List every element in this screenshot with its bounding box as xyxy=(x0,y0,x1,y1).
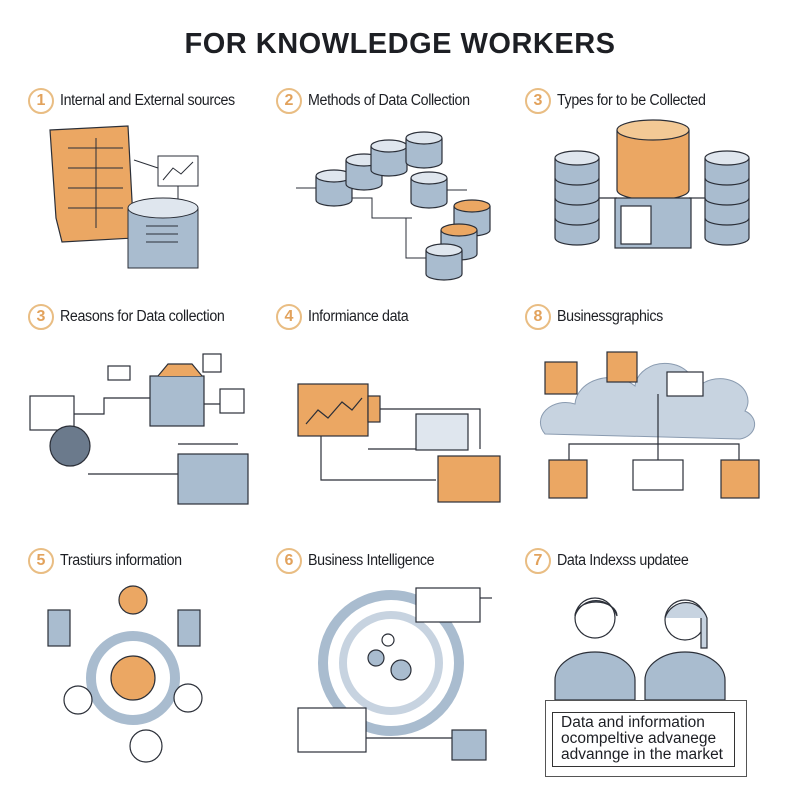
panel-business-intelligence: 6 Business Intelligence xyxy=(276,548,536,778)
caption-line: ocompeltive advanege xyxy=(561,730,717,747)
caption-box: Data and information ocompeltive advaneg… xyxy=(552,712,735,767)
two-workers-illustration xyxy=(554,597,726,701)
connected-cylinders-illustration xyxy=(296,131,491,281)
step-number: 2 xyxy=(276,88,302,114)
cloud-network-illustration xyxy=(539,351,760,499)
panel-methods-of-data-collection: 2 Methods of Data Collection xyxy=(276,88,536,318)
panel-label: Methods of Data Collection xyxy=(308,92,470,109)
panel-label: Informiance data xyxy=(308,308,409,325)
target-network-illustration xyxy=(297,587,492,761)
panel-types-to-be-collected: 3 Types for to be Collected xyxy=(525,88,785,318)
documents-database-illustration xyxy=(49,125,199,269)
panel-label: Data Indexss updatee xyxy=(557,552,689,569)
panel-label: Businessgraphics xyxy=(557,308,663,325)
step-number: 1 xyxy=(28,88,54,114)
step-number: 5 xyxy=(28,548,54,574)
step-number: 8 xyxy=(525,304,551,330)
panel-label: Reasons for Data collection xyxy=(60,308,225,325)
panel-reasons-for-data-collection: 3 Reasons for Data collection xyxy=(28,304,288,534)
panel-label: Types for to be Collected xyxy=(557,92,706,109)
panel-label: Trastiurs information xyxy=(60,552,182,569)
page-title: FOR KNOWLEDGE WORKERS xyxy=(184,28,616,60)
caption-line: advannge in the market xyxy=(561,746,723,763)
panel-trastiurs-information: 5 Trastiurs information xyxy=(28,548,288,778)
step-number: 4 xyxy=(276,304,302,330)
panel-data-index-update: 7 Data Indexss updatee xyxy=(525,548,785,778)
flow-diagram-illustration xyxy=(29,353,249,505)
chart-and-chat-illustration xyxy=(297,383,501,503)
step-number: 3 xyxy=(525,88,551,114)
caption-line: Data and information xyxy=(561,714,705,731)
panel-label: Internal and External sources xyxy=(60,92,235,109)
panel-informance-data: 4 Informiance data xyxy=(276,304,536,534)
circular-flow-illustration xyxy=(47,585,203,763)
step-number: 7 xyxy=(525,548,551,574)
panel-internal-external-sources: 1 Internal and External sources xyxy=(28,88,288,318)
database-stacks-illustration xyxy=(554,119,750,249)
caption-frame xyxy=(545,700,747,777)
step-number: 6 xyxy=(276,548,302,574)
panel-label: Business Intelligence xyxy=(308,552,435,569)
step-number: 3 xyxy=(28,304,54,330)
panel-businessgraphics: 8 Businessgraphics xyxy=(525,304,785,534)
